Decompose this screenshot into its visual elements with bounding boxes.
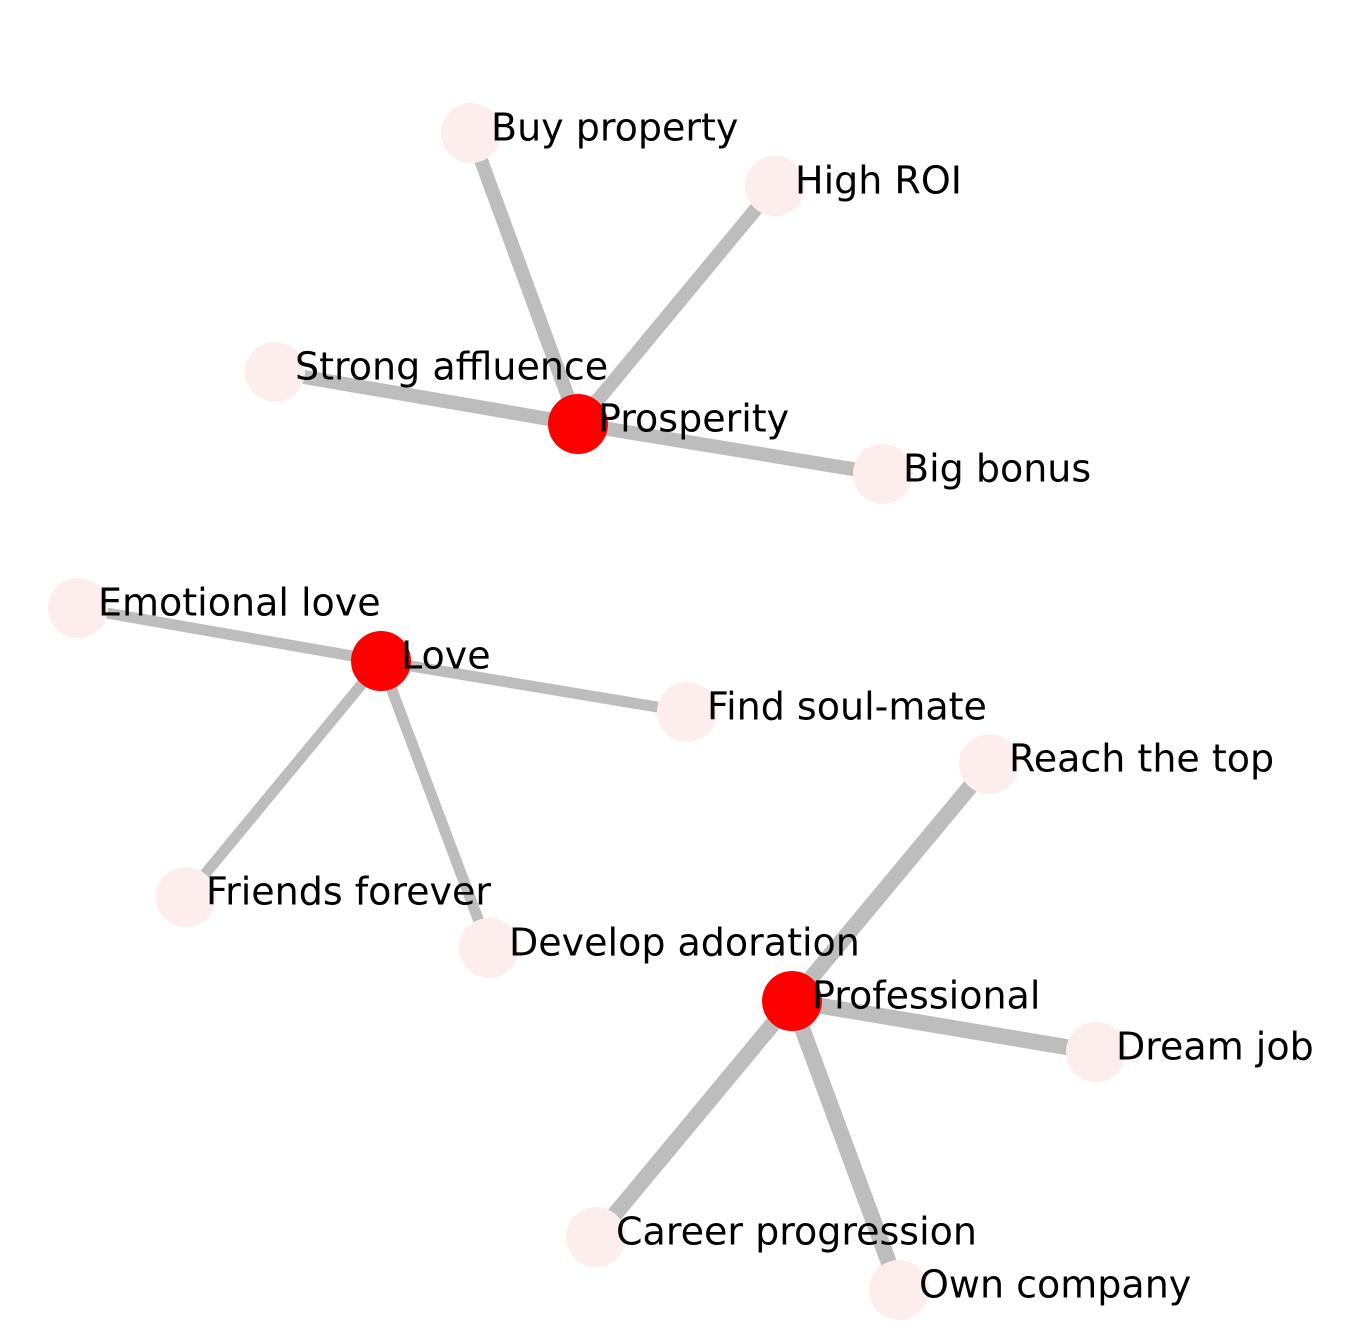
leaf-label-dream-job: Dream job xyxy=(1116,1025,1314,1069)
edge-prosperity-big-bonus xyxy=(576,417,885,481)
leaf-label-develop-adoration: Develop adoration xyxy=(509,921,860,965)
leaf-label-big-bonus: Big bonus xyxy=(903,447,1091,491)
leaf-node-high-roi[interactable] xyxy=(745,156,805,216)
hub-node-prosperity[interactable] xyxy=(548,394,608,454)
leaf-label-buy-property: Buy property xyxy=(491,106,738,150)
edge-love-find-soul-mate xyxy=(380,655,688,718)
leaf-node-dream-job[interactable] xyxy=(1066,1022,1126,1082)
leaf-node-emotional-love[interactable] xyxy=(48,578,108,638)
leaf-node-career-progression[interactable] xyxy=(566,1207,626,1267)
edge-prosperity-buy-property xyxy=(464,130,585,427)
hub-label-love: Love xyxy=(401,634,491,678)
leaf-label-emotional-love: Emotional love xyxy=(98,581,381,625)
edge-love-emotional-love xyxy=(77,602,382,667)
leaf-node-buy-property[interactable] xyxy=(441,103,501,163)
leaf-label-career-progression: Career progression xyxy=(616,1210,977,1254)
leaf-label-reach-the-top: Reach the top xyxy=(1009,737,1274,781)
leaf-label-strong-affluence: Strong affluence xyxy=(295,345,608,389)
hub-node-professional[interactable] xyxy=(762,971,822,1031)
leaf-label-high-roi: High ROI xyxy=(795,159,962,203)
leaf-node-own-company[interactable] xyxy=(869,1260,929,1320)
leaf-node-find-soul-mate[interactable] xyxy=(657,682,717,742)
leaf-node-strong-affluence[interactable] xyxy=(245,342,305,402)
edge-professional-reach-the-top xyxy=(785,758,996,1007)
hub-node-love[interactable] xyxy=(351,631,411,691)
edge-prosperity-high-roi xyxy=(572,181,781,429)
edge-love-develop-adoration xyxy=(375,659,495,950)
leaf-node-develop-adoration[interactable] xyxy=(459,918,519,978)
leaf-label-own-company: Own company xyxy=(919,1263,1191,1307)
nodes-layer xyxy=(48,103,1126,1320)
edge-prosperity-strong-affluence xyxy=(273,365,580,431)
leaf-label-find-soul-mate: Find soul-mate xyxy=(707,685,987,729)
leaf-node-friends-forever[interactable] xyxy=(156,867,216,927)
hub-label-professional: Professional xyxy=(812,974,1040,1018)
edges-layer xyxy=(77,130,1098,1293)
edge-professional-dream-job xyxy=(790,993,1098,1060)
leaf-label-friends-forever: Friends forever xyxy=(206,870,491,914)
edge-love-friends-forever xyxy=(181,657,386,901)
leaf-node-big-bonus[interactable] xyxy=(853,444,913,504)
leaf-node-reach-the-top[interactable] xyxy=(959,734,1019,794)
edge-professional-career-progression xyxy=(589,995,799,1243)
edge-professional-own-company xyxy=(784,998,907,1293)
hub-label-prosperity: Prosperity xyxy=(598,397,789,441)
